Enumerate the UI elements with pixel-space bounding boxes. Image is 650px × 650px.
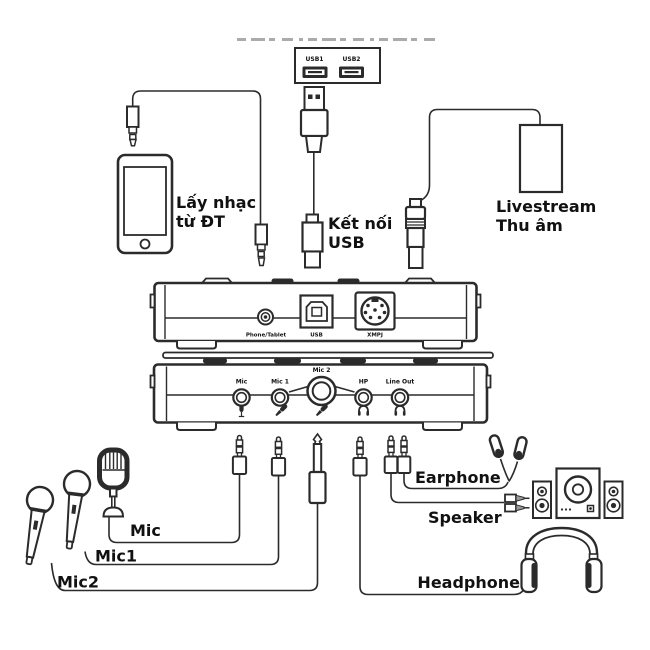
jack-mic1 bbox=[270, 436, 287, 477]
mic2-label: Mic2 bbox=[57, 573, 99, 592]
hp-port-label: HP bbox=[359, 379, 369, 386]
mic2-port bbox=[306, 375, 337, 407]
mic-port bbox=[232, 388, 251, 407]
aux-plug-phone-end bbox=[126, 105, 140, 147]
earphone-label: Earphone bbox=[415, 468, 501, 487]
jack-hp bbox=[352, 436, 368, 477]
phone bbox=[116, 153, 174, 255]
livestream-label-2: Thu âm bbox=[496, 216, 563, 235]
mic-port-label: Mic bbox=[236, 379, 248, 386]
usb-b-port bbox=[299, 294, 334, 329]
xlr-cable bbox=[420, 108, 541, 202]
mic1-port-label: Mic 1 bbox=[271, 379, 289, 386]
usb-hub: USB1 USB2 bbox=[294, 47, 381, 84]
jack-mic2-quarter-inch bbox=[308, 432, 327, 505]
usb2-port-icon bbox=[339, 66, 364, 78]
rca-plugs bbox=[504, 493, 530, 513]
mic-cable bbox=[108, 474, 241, 544]
mic1-port bbox=[270, 388, 290, 407]
line-out-port-label: Line Out bbox=[386, 379, 415, 386]
hp-port bbox=[354, 388, 373, 407]
mic1-label: Mic1 bbox=[95, 547, 137, 566]
speaker-label: Speaker bbox=[428, 508, 502, 527]
usb1-port-icon bbox=[302, 66, 328, 78]
earphone-cable bbox=[403, 473, 509, 490]
phone-tablet-port bbox=[257, 308, 274, 326]
studio-mic bbox=[97, 447, 130, 518]
jack-mic bbox=[231, 434, 248, 475]
xlr-connector bbox=[404, 198, 427, 269]
phone-screen bbox=[123, 166, 167, 236]
phone-tablet-port-label: Phone/Tablet bbox=[246, 333, 287, 339]
phone-home-button bbox=[139, 238, 151, 250]
livestream-box bbox=[518, 123, 564, 194]
satellite-speaker-left bbox=[532, 480, 552, 519]
phone-music-label-1: Lấy nhạc bbox=[176, 193, 256, 212]
headphone-drawing bbox=[520, 526, 603, 594]
xmpj-din-port bbox=[354, 291, 396, 331]
jack-line-out-1 bbox=[383, 435, 399, 474]
usb-connect-label-1: Kết nối bbox=[328, 214, 392, 233]
mic-straight-icon bbox=[238, 404, 245, 418]
satellite-speaker-right bbox=[603, 480, 624, 519]
hp-headphone-icon bbox=[358, 405, 369, 416]
mic1-cable bbox=[84, 475, 280, 566]
usb-b-plug bbox=[301, 213, 324, 269]
speaker-cable bbox=[390, 473, 504, 504]
usb-connect-label-2: USB bbox=[328, 233, 365, 252]
xmpj-port-label: XMPJ bbox=[367, 333, 383, 339]
subwoofer bbox=[555, 467, 601, 520]
aux-plug-device-end bbox=[254, 223, 268, 267]
mic2-cable bbox=[50, 503, 319, 592]
front-panel-strip bbox=[162, 351, 494, 359]
line-out-icon bbox=[394, 405, 406, 416]
usb-a-plug bbox=[299, 86, 329, 153]
mic-label: Mic bbox=[130, 521, 161, 540]
mic1-slanted-icon bbox=[275, 404, 288, 417]
mic2-port-label: Mic 2 bbox=[313, 367, 331, 374]
jack-line-out-2 bbox=[396, 435, 412, 474]
handheld-mic-1 bbox=[62, 469, 92, 550]
back-panel: Phone/Tablet USB XMPJ bbox=[149, 277, 482, 350]
mic2-slanted-icon bbox=[315, 404, 328, 417]
phone-aux-cable bbox=[131, 90, 262, 224]
line-out-port bbox=[390, 388, 410, 407]
usb-hub-body bbox=[294, 47, 381, 84]
headphone-label: Headphone bbox=[417, 573, 520, 592]
livestream-label-1: Livestream bbox=[496, 197, 596, 216]
handheld-mic-2 bbox=[25, 485, 55, 566]
usb2-label: USB2 bbox=[343, 56, 361, 63]
earbuds-drawing bbox=[488, 434, 528, 482]
usb1-label: USB1 bbox=[306, 56, 324, 63]
front-panel: Mic Mic 1 Mic 2 HP Line Out bbox=[149, 351, 494, 431]
phone-music-label-2: từ ĐT bbox=[176, 212, 225, 231]
usb-port-label: USB bbox=[310, 333, 323, 339]
speaker-system bbox=[532, 467, 624, 520]
